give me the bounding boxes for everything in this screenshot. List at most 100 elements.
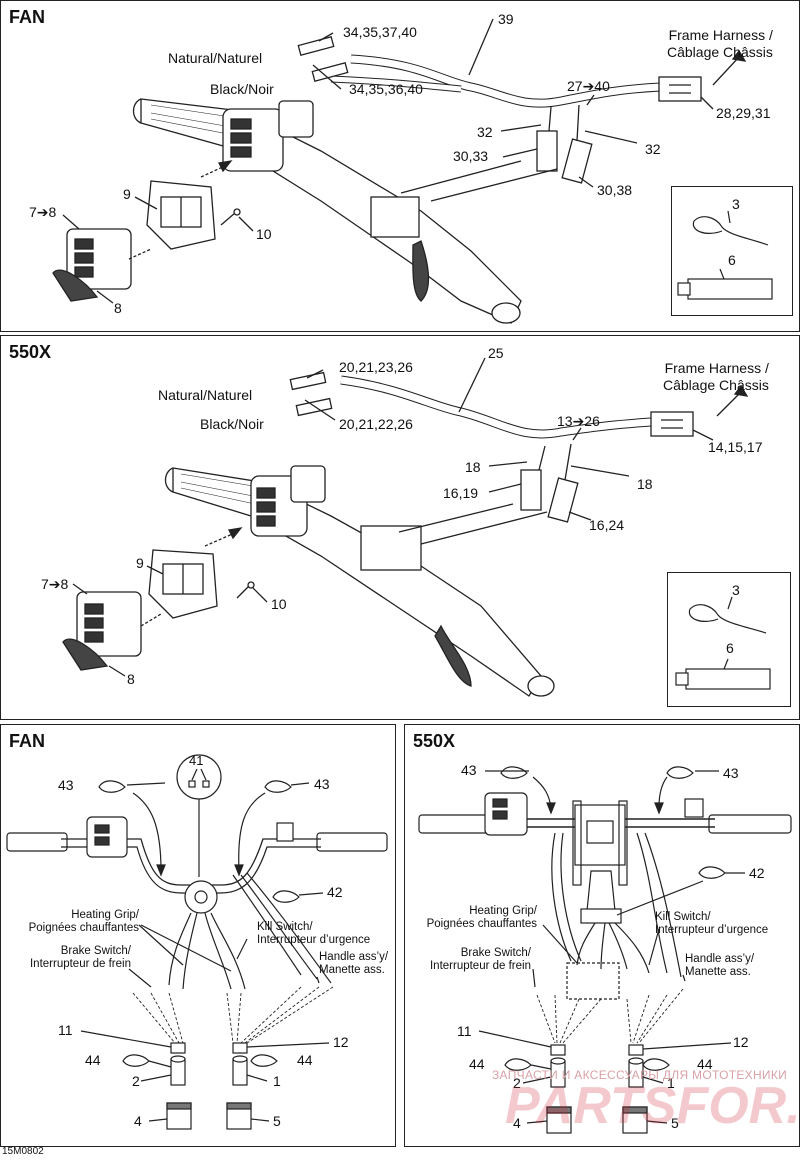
label-4: 4 (134, 1113, 142, 1129)
label-kill-switch: Kill Switch/ Interrupteur d’urgence (655, 911, 768, 937)
panel-fan-top: FAN (0, 0, 800, 332)
label-34-35-36-40: 34,35,36,40 (349, 81, 423, 97)
label-20-21-22-26: 20,21,22,26 (339, 416, 413, 432)
label-28-29-31: 28,29,31 (716, 105, 771, 121)
tie-and-grease-drawing (675, 596, 771, 690)
label-black: Black/Noir (210, 81, 274, 97)
handle-assy-line1: Handle ass’y/ (685, 953, 755, 965)
label-41: 41 (189, 753, 204, 768)
label-20-21-23-26: 20,21,23,26 (339, 359, 413, 375)
label-6: 6 (726, 640, 734, 656)
inset-tie-grease: 3 6 (671, 186, 793, 316)
label-14-15-17: 14,15,17 (708, 439, 763, 455)
handle-assy-line2: Manette ass. (685, 966, 751, 978)
watermark-text: ЗАПЧАСТИ И АКСЕССУАРЫ ДЛЯ МОТОТЕХНИКИ (492, 1068, 788, 1082)
label-natural: Natural/Naturel (168, 50, 263, 66)
label-42: 42 (749, 865, 765, 881)
label-43-right: 43 (723, 765, 739, 781)
label-3: 3 (732, 582, 740, 598)
550x-top-handlebar-drawing (62, 357, 749, 697)
label-7-8: 7➔8 (29, 204, 57, 220)
label-7-8: 7➔8 (41, 576, 69, 592)
frame-harness-line1: Frame Harness / (668, 27, 773, 43)
brake-switch-line2: Interrupteur de frein (29, 958, 131, 970)
tie-and-grease-drawing (677, 210, 773, 300)
label-43-right: 43 (314, 776, 330, 792)
label-18-left: 18 (465, 459, 481, 475)
label-8: 8 (127, 671, 135, 687)
label-12: 12 (733, 1034, 749, 1050)
kill-switch-line2: Interrupteur d’urgence (655, 924, 769, 936)
label-heating-grip: Heating Grip/ Poignées chauffantes (19, 909, 139, 935)
handle-assy-line2: Manette ass. (319, 964, 385, 976)
label-4: 4 (513, 1115, 521, 1131)
label-30-38: 30,38 (597, 182, 633, 198)
brake-switch-line2: Interrupteur de frein (429, 960, 531, 972)
label-27-40: 27➔40 (567, 78, 610, 94)
label-heating-grip: Heating Grip/ Poignées chauffantes (407, 905, 537, 931)
frame-harness-line1: Frame Harness / (664, 360, 769, 376)
label-8: 8 (114, 300, 122, 316)
frame-harness-line2: Câblage Châssis (667, 44, 773, 60)
label-16-19: 16,19 (443, 485, 479, 501)
label-44-right: 44 (297, 1052, 313, 1068)
heating-grip-line1: Heating Grip/ (71, 909, 139, 921)
heating-grip-line2: Poignées chauffantes (426, 918, 537, 930)
label-43-left: 43 (58, 777, 74, 793)
label-32-right: 32 (645, 141, 661, 157)
figure-code: 15M0802 (2, 1146, 44, 1157)
label-11: 11 (58, 1022, 73, 1038)
label-43-left: 43 (461, 762, 477, 778)
kill-switch-line2: Interrupteur d’urgence (257, 934, 371, 946)
heating-grip-line1: Heating Grip/ (469, 905, 537, 917)
panel-title: 550X (413, 731, 456, 751)
label-16-24: 16,24 (589, 517, 625, 533)
label-3: 3 (732, 196, 740, 212)
label-frame-harness: Frame Harness / Câblage Châssis (667, 27, 773, 61)
label-brake-switch: Brake Switch/ Interrupteur de frein (407, 947, 531, 973)
label-9: 9 (136, 555, 144, 571)
label-6: 6 (728, 252, 736, 268)
label-natural: Natural/Naturel (158, 387, 253, 403)
label-handle-assy: Handle ass’y/ Manette ass. (319, 951, 388, 977)
label-9: 9 (123, 186, 131, 202)
panel-fan-bottom: FAN (0, 724, 396, 1147)
label-25: 25 (488, 345, 504, 361)
label-42: 42 (327, 884, 343, 900)
panel-550x-bottom: 550X (404, 724, 800, 1147)
heating-grip-line2: Poignées chauffantes (28, 922, 139, 934)
frame-harness-line2: Câblage Châssis (663, 377, 769, 393)
label-10: 10 (256, 226, 272, 242)
550x-bottom-wiring-drawing (418, 766, 792, 1134)
fan-top-handlebar-drawing (52, 18, 747, 324)
fan-bottom-wiring-drawing (6, 754, 388, 1130)
brake-switch-line1: Brake Switch/ (60, 945, 131, 957)
label-32-left: 32 (477, 124, 493, 140)
label-44-left: 44 (469, 1056, 485, 1072)
label-39: 39 (498, 11, 514, 27)
label-5: 5 (273, 1113, 281, 1129)
label-13-26: 13➔26 (557, 413, 600, 429)
panel-550x-top: 550X (0, 335, 800, 720)
label-44-right: 44 (697, 1056, 713, 1072)
inset-tie-grease: 3 6 (667, 572, 791, 707)
kill-switch-line1: Kill Switch/ (655, 911, 711, 923)
label-34-35-37-40: 34,35,37,40 (343, 24, 417, 40)
label-brake-switch: Brake Switch/ Interrupteur de frein (5, 945, 131, 971)
label-1: 1 (273, 1073, 281, 1089)
label-frame-harness: Frame Harness / Câblage Châssis (663, 360, 769, 394)
kill-switch-line1: Kill Switch/ (257, 921, 313, 933)
panel-title: FAN (9, 7, 45, 27)
label-2: 2 (132, 1073, 140, 1089)
panel-title: FAN (9, 731, 45, 751)
label-10: 10 (271, 596, 287, 612)
label-5: 5 (671, 1115, 679, 1131)
handle-assy-line1: Handle ass’y/ (319, 951, 389, 963)
label-44-left: 44 (85, 1052, 101, 1068)
panel-title: 550X (9, 342, 52, 362)
label-black: Black/Noir (200, 416, 264, 432)
label-kill-switch: Kill Switch/ Interrupteur d’urgence (257, 921, 370, 947)
label-30-33: 30,33 (453, 148, 489, 164)
label-12: 12 (333, 1034, 349, 1050)
brake-switch-line1: Brake Switch/ (460, 947, 531, 959)
